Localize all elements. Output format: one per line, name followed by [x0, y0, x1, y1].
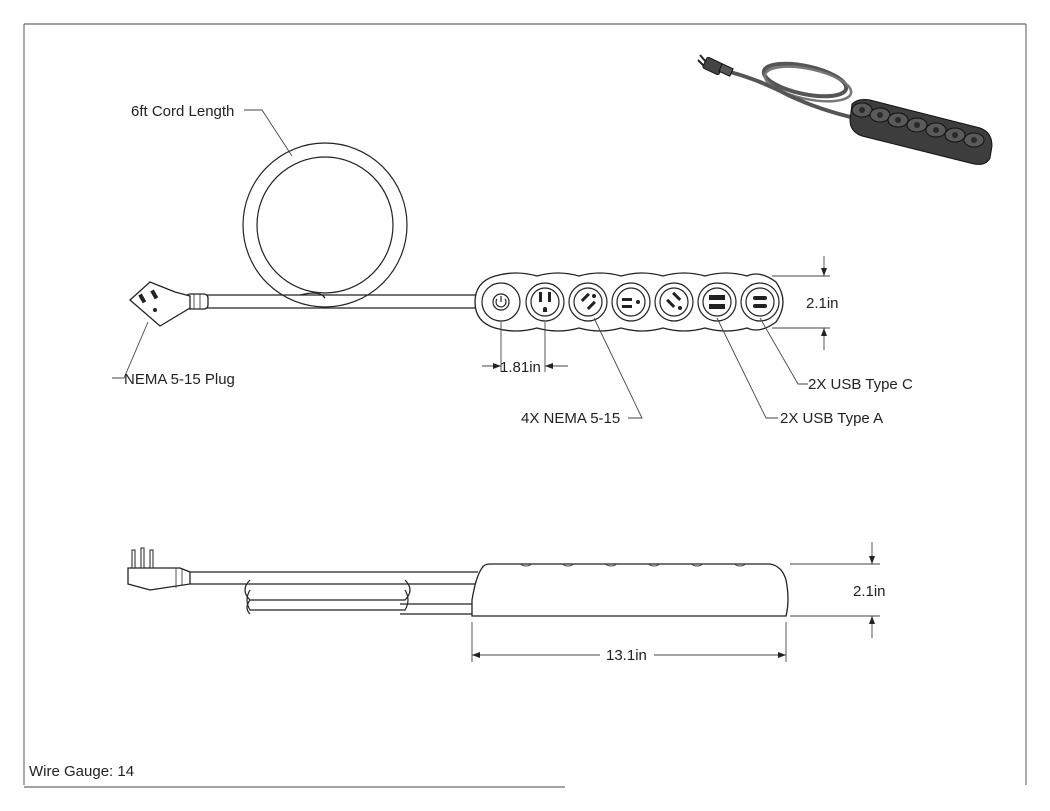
nema-5-15-outlet-icon [611, 282, 651, 322]
top-view [112, 109, 830, 419]
nema-5-15-outlet-icon [654, 282, 694, 322]
plug-side-view [127, 547, 191, 591]
drawing-border [23, 23, 1027, 788]
leader-lines [112, 109, 808, 419]
usb-a-port-icon [697, 282, 737, 322]
side-view [127, 542, 880, 662]
plug-label: NEMA 5-15 Plug [124, 371, 235, 388]
cord-length-label: 6ft Cord Length [131, 103, 234, 120]
top-height-dimension [772, 256, 830, 350]
outlet-spacing-label: 1.81in [500, 359, 541, 376]
isometric-render [697, 54, 993, 165]
usb-a-label: 2X USB Type A [780, 410, 883, 427]
outlets-label: 4X NEMA 5-15 [521, 410, 620, 427]
nema-5-15-outlet-icon [525, 282, 565, 322]
side-height-dimension [790, 542, 880, 638]
usb-c-label: 2X USB Type C [808, 376, 913, 393]
side-height-label: 2.1in [853, 583, 886, 600]
strip-body-top [474, 272, 784, 332]
strip-body-side [471, 563, 789, 617]
nema-5-15-outlet-icon [568, 282, 608, 322]
length-dimension [471, 622, 787, 662]
usb-c-port-icon [740, 282, 780, 322]
length-label: 13.1in [606, 647, 647, 664]
power-icon [481, 282, 521, 322]
plug-top-view [129, 281, 191, 327]
wire-gauge-label: Wire Gauge: 14 [29, 763, 134, 780]
top-height-label: 2.1in [806, 295, 839, 312]
render-plug [697, 54, 734, 77]
outlet-spacing-dimension [482, 322, 568, 372]
